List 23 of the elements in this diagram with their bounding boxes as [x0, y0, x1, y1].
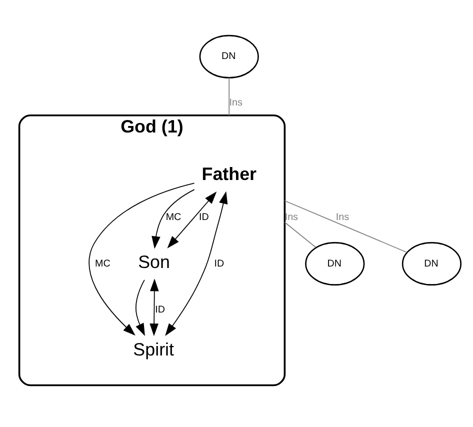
edge-label: Ins: [336, 212, 350, 223]
node-text: Father: [202, 163, 257, 184]
arrow: [136, 278, 145, 336]
node-ellipse: DN: [402, 242, 462, 285]
connector: [284, 200, 408, 252]
node-ellipse: DN: [199, 34, 259, 78]
edge-label: MC: [95, 258, 110, 269]
node-text: Son: [138, 252, 170, 272]
arrow: [167, 191, 217, 248]
edge-label: Ins: [229, 96, 242, 108]
edge-label: Ins: [284, 212, 298, 223]
node-text: Spirit: [133, 339, 174, 360]
arrow: [88, 182, 195, 336]
connector: [284, 221, 316, 248]
arrow: [150, 278, 159, 336]
arrow: [165, 190, 228, 336]
edge-label: ID: [155, 304, 166, 315]
connector: [228, 76, 230, 116]
edge-label: MC: [166, 212, 182, 223]
node-ellipse: DN: [305, 242, 365, 285]
arrow: [152, 188, 195, 248]
edge-label: ID: [214, 258, 224, 269]
edge-label: ID: [199, 212, 209, 223]
